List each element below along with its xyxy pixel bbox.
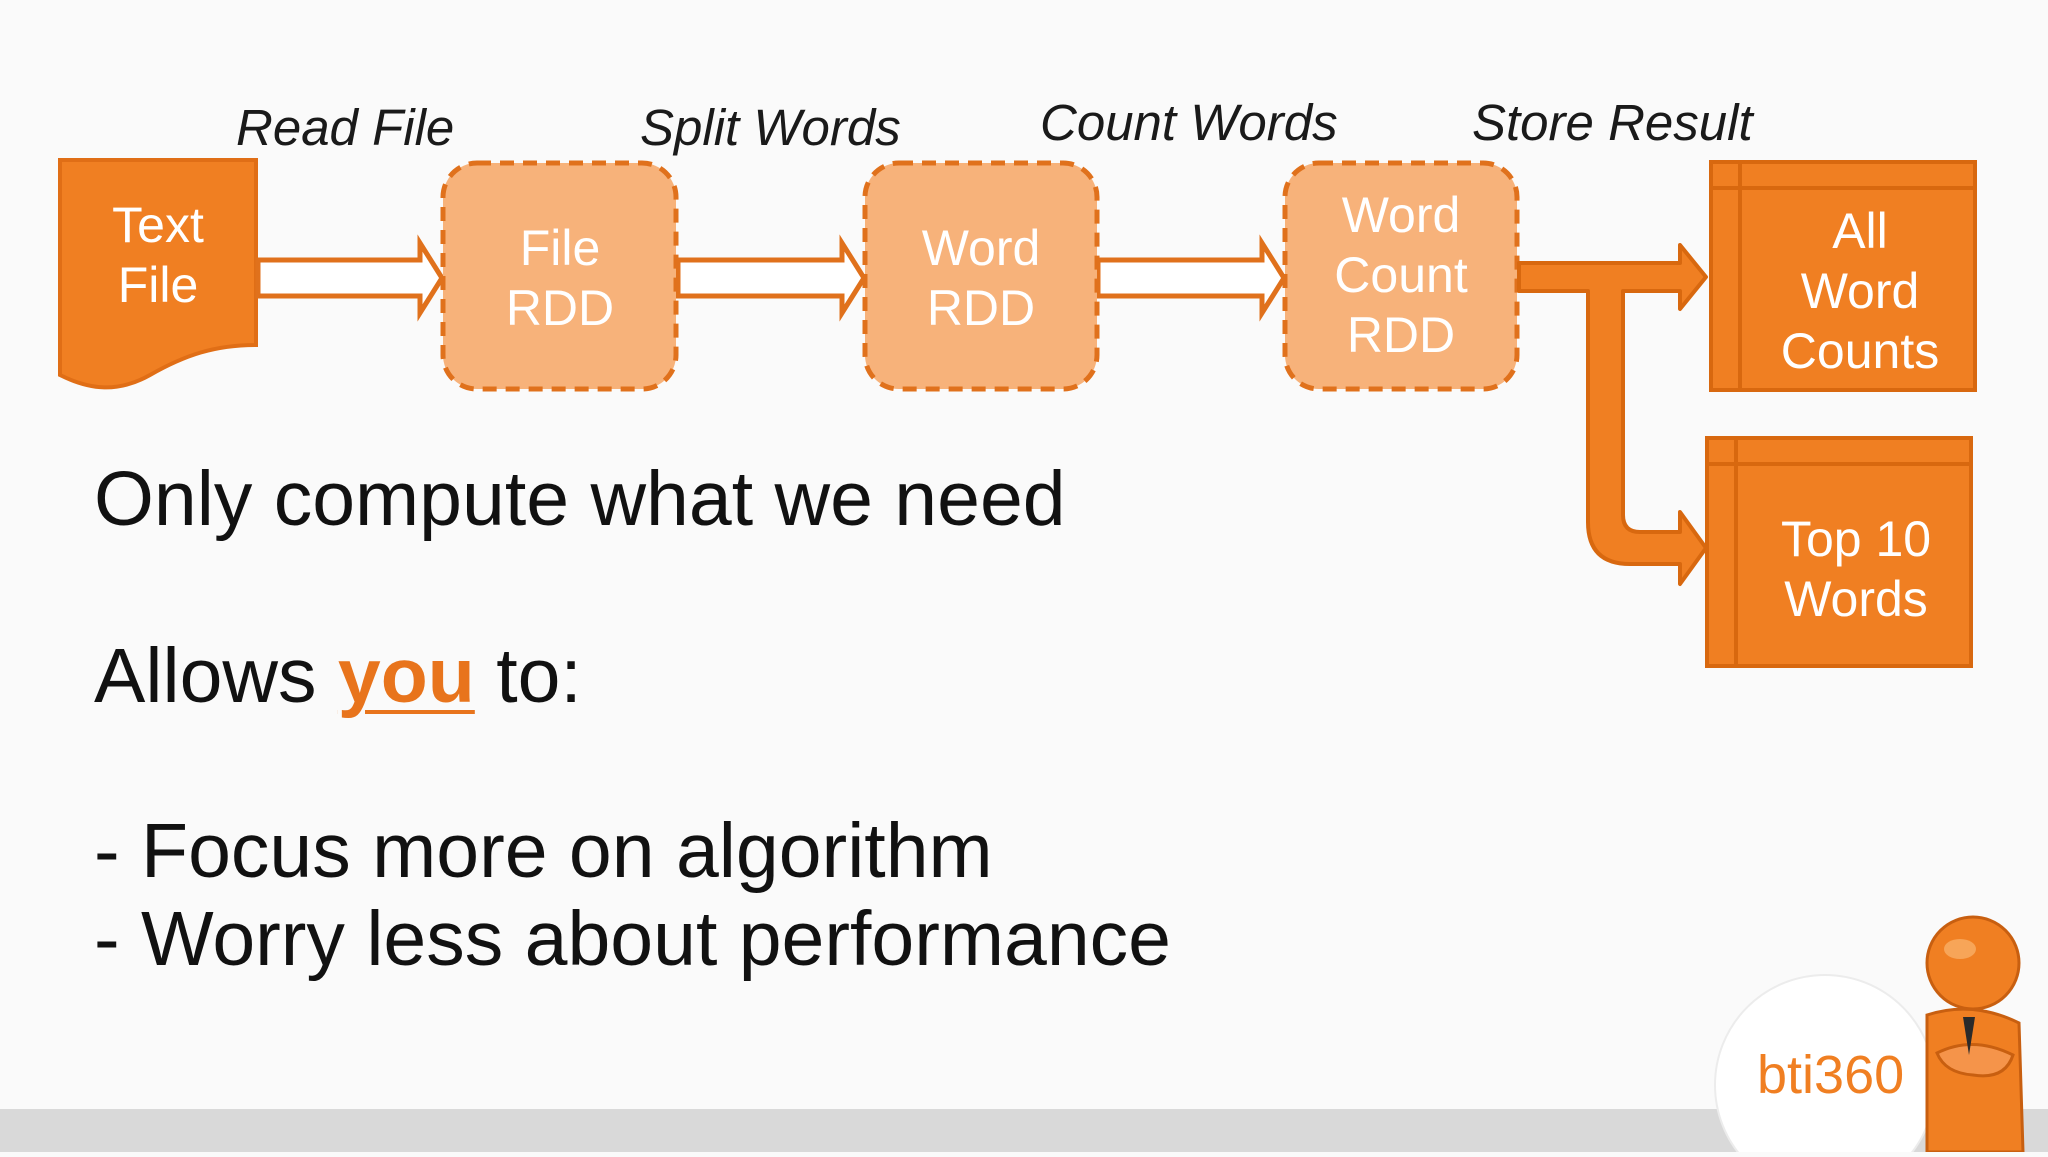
bullet-focus-algorithm: - Focus more on algorithm [94,808,993,894]
word-rdd-label-1: Word [922,220,1041,276]
file-rdd-label-1: File [520,220,601,276]
step-label-split-words: Split Words [640,99,901,156]
statement-allows-you: Allows you to: [94,632,582,721]
file-rdd-node: File RDD [440,160,679,392]
step-label-count-words: Count Words [1040,94,1338,151]
text-file-label-1: Text [112,197,204,253]
you-highlight: you [337,633,475,719]
arrow-read-file [255,234,445,322]
footer-bar [0,1109,2048,1152]
top-10-words-label-1: Top 10 [1781,511,1931,567]
allows-prefix: Allows [94,633,338,719]
step-label-read-file: Read File [236,99,454,156]
step-label-store-result: Store Result [1472,94,1754,151]
bullet-worry-performance: - Worry less about performance [94,896,1171,982]
word-rdd-label-2: RDD [927,280,1035,336]
logo-wordmark: bti360 [1757,1045,1904,1105]
text-file-node: Text File [58,158,258,390]
all-word-counts-label-2: Word [1801,263,1920,319]
text-file-label-2: File [118,257,199,313]
brand-logo: bti360 [1705,905,2048,1157]
top-10-words-label-2: Words [1784,571,1928,627]
top-10-words-node: Top 10 Words [1705,436,1973,668]
word-count-rdd-label-3: RDD [1347,307,1455,363]
arrow-count-words [1095,234,1287,322]
allows-suffix: to: [474,633,582,719]
word-count-rdd-label-2: Count [1334,247,1468,303]
file-rdd-label-2: RDD [506,280,614,336]
word-count-rdd-node: Word Count RDD [1282,160,1520,392]
arrow-split-words [675,234,867,322]
bti360-logo-icon: bti360 [1714,915,2025,1157]
all-word-counts-label-3: Counts [1781,323,1939,379]
all-word-counts-label-1: All [1832,203,1888,259]
all-word-counts-node: All Word Counts [1709,160,1977,392]
mascot-figure-icon [1925,915,2025,1154]
arrow-store-result [1517,243,1708,586]
statement-compute-needed: Only compute what we need [94,456,1066,542]
word-rdd-node: Word RDD [862,160,1100,392]
word-count-rdd-label-1: Word [1342,187,1461,243]
